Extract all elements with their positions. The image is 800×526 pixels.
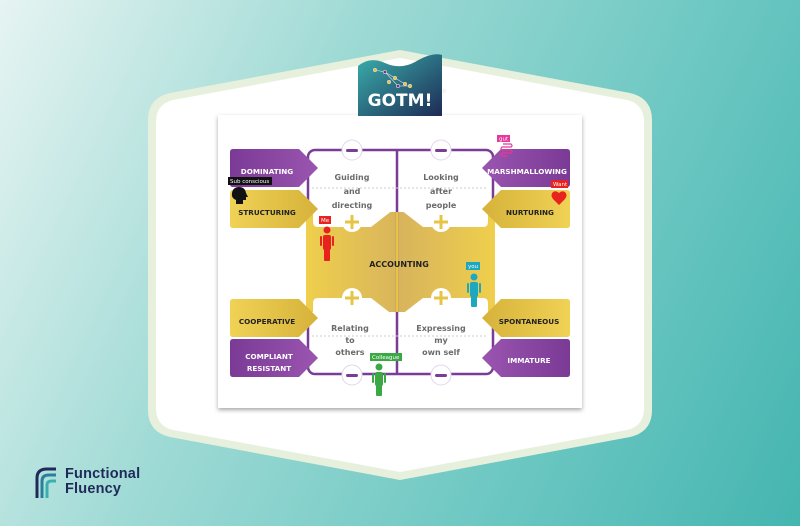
copyright: ©	[442, 88, 447, 95]
accounting-fill	[306, 212, 495, 312]
person-you-icon	[467, 273, 481, 307]
svg-text:Want: Want	[553, 182, 568, 188]
minus-icon	[430, 364, 452, 386]
label-cooperative: COOPERATIVE	[230, 299, 318, 337]
svg-text:NURTURING: NURTURING	[506, 208, 554, 217]
svg-text:COMPLIANT: COMPLIANT	[245, 352, 293, 361]
heart-icon	[551, 191, 567, 205]
functional-fluency-mark-icon	[35, 467, 56, 498]
svg-text:COOPERATIVE: COOPERATIVE	[239, 317, 295, 326]
svg-text:you: you	[468, 264, 478, 270]
quadrant-bl-text: to	[345, 336, 355, 345]
quadrant-bl	[313, 298, 393, 369]
label-nurturing: NURTURING	[482, 190, 570, 228]
tag-me: Me	[319, 216, 331, 224]
quadrant-tl-text: and	[344, 187, 361, 196]
person-colleague-icon	[372, 363, 386, 396]
plus-icon	[431, 288, 451, 308]
brand-line-2: Fluency	[65, 481, 122, 497]
network-icon	[372, 68, 412, 89]
svg-text:SPONTANEOUS: SPONTANEOUS	[499, 317, 560, 326]
quadrant-br-text: Expressing	[416, 324, 466, 333]
svg-text:RESISTANT: RESISTANT	[247, 364, 291, 373]
quadrant-tl-text: Guiding	[335, 173, 370, 182]
person-me-icon	[320, 226, 334, 261]
minus-icon	[341, 139, 363, 161]
quadrant-tr-text: people	[426, 201, 457, 210]
gut-icon	[500, 143, 513, 157]
minus-icon	[341, 364, 363, 386]
label-immature: IMMATURE	[482, 339, 570, 377]
svg-text:IMMATURE: IMMATURE	[507, 356, 550, 365]
minus-icon	[430, 139, 452, 161]
svg-text:DOMINATING: DOMINATING	[241, 167, 294, 176]
svg-text:Me: Me	[321, 218, 330, 224]
label-marshmallowing: MARSHMALLOWING	[482, 149, 570, 187]
quadrant-br-text: own self	[422, 348, 460, 357]
tag-sub-conscious: Sub conscious	[228, 177, 272, 185]
label-spontaneous: SPONTANEOUS	[482, 299, 570, 337]
head-silhouette-icon	[231, 187, 248, 204]
quadrant-tr	[401, 155, 488, 227]
svg-text:gut: gut	[499, 137, 509, 143]
quadrant-br	[401, 298, 488, 369]
gotm-logo: GOTM! ©	[358, 54, 447, 116]
brand-line-1: Functional	[65, 466, 141, 482]
quadrant-bl-text: Relating	[331, 324, 369, 333]
quadrant-tl-text: directing	[332, 201, 373, 210]
label-compliant-resistant: COMPLIANT RESISTANT	[230, 339, 318, 377]
svg-text:Colleague: Colleague	[372, 355, 400, 361]
svg-text:MARSHMALLOWING: MARSHMALLOWING	[487, 167, 567, 176]
svg-text:STRUCTURING: STRUCTURING	[238, 208, 296, 217]
tag-gut: gut	[497, 135, 510, 143]
tag-colleague: Colleague	[370, 353, 402, 361]
plus-icon	[342, 212, 362, 232]
quadrant-tr-text: Looking	[423, 173, 459, 182]
gotm-title: GOTM!	[368, 91, 433, 111]
quadrant-tl	[313, 155, 393, 227]
plus-icon	[342, 288, 362, 308]
plus-icon	[431, 212, 451, 232]
label-structuring: STRUCTURING	[230, 190, 318, 228]
tag-you: you	[466, 262, 480, 270]
tag-want: Want	[551, 180, 568, 188]
quadrant-tr-text: after	[430, 187, 452, 196]
quadrant-br-text: my	[434, 336, 448, 345]
functional-fluency-logo: Functional Fluency	[33, 466, 140, 498]
svg-text:Sub conscious: Sub conscious	[230, 179, 269, 185]
quadrant-bl-text: others	[335, 348, 364, 357]
accounting-label: ACCOUNTING	[369, 260, 429, 269]
